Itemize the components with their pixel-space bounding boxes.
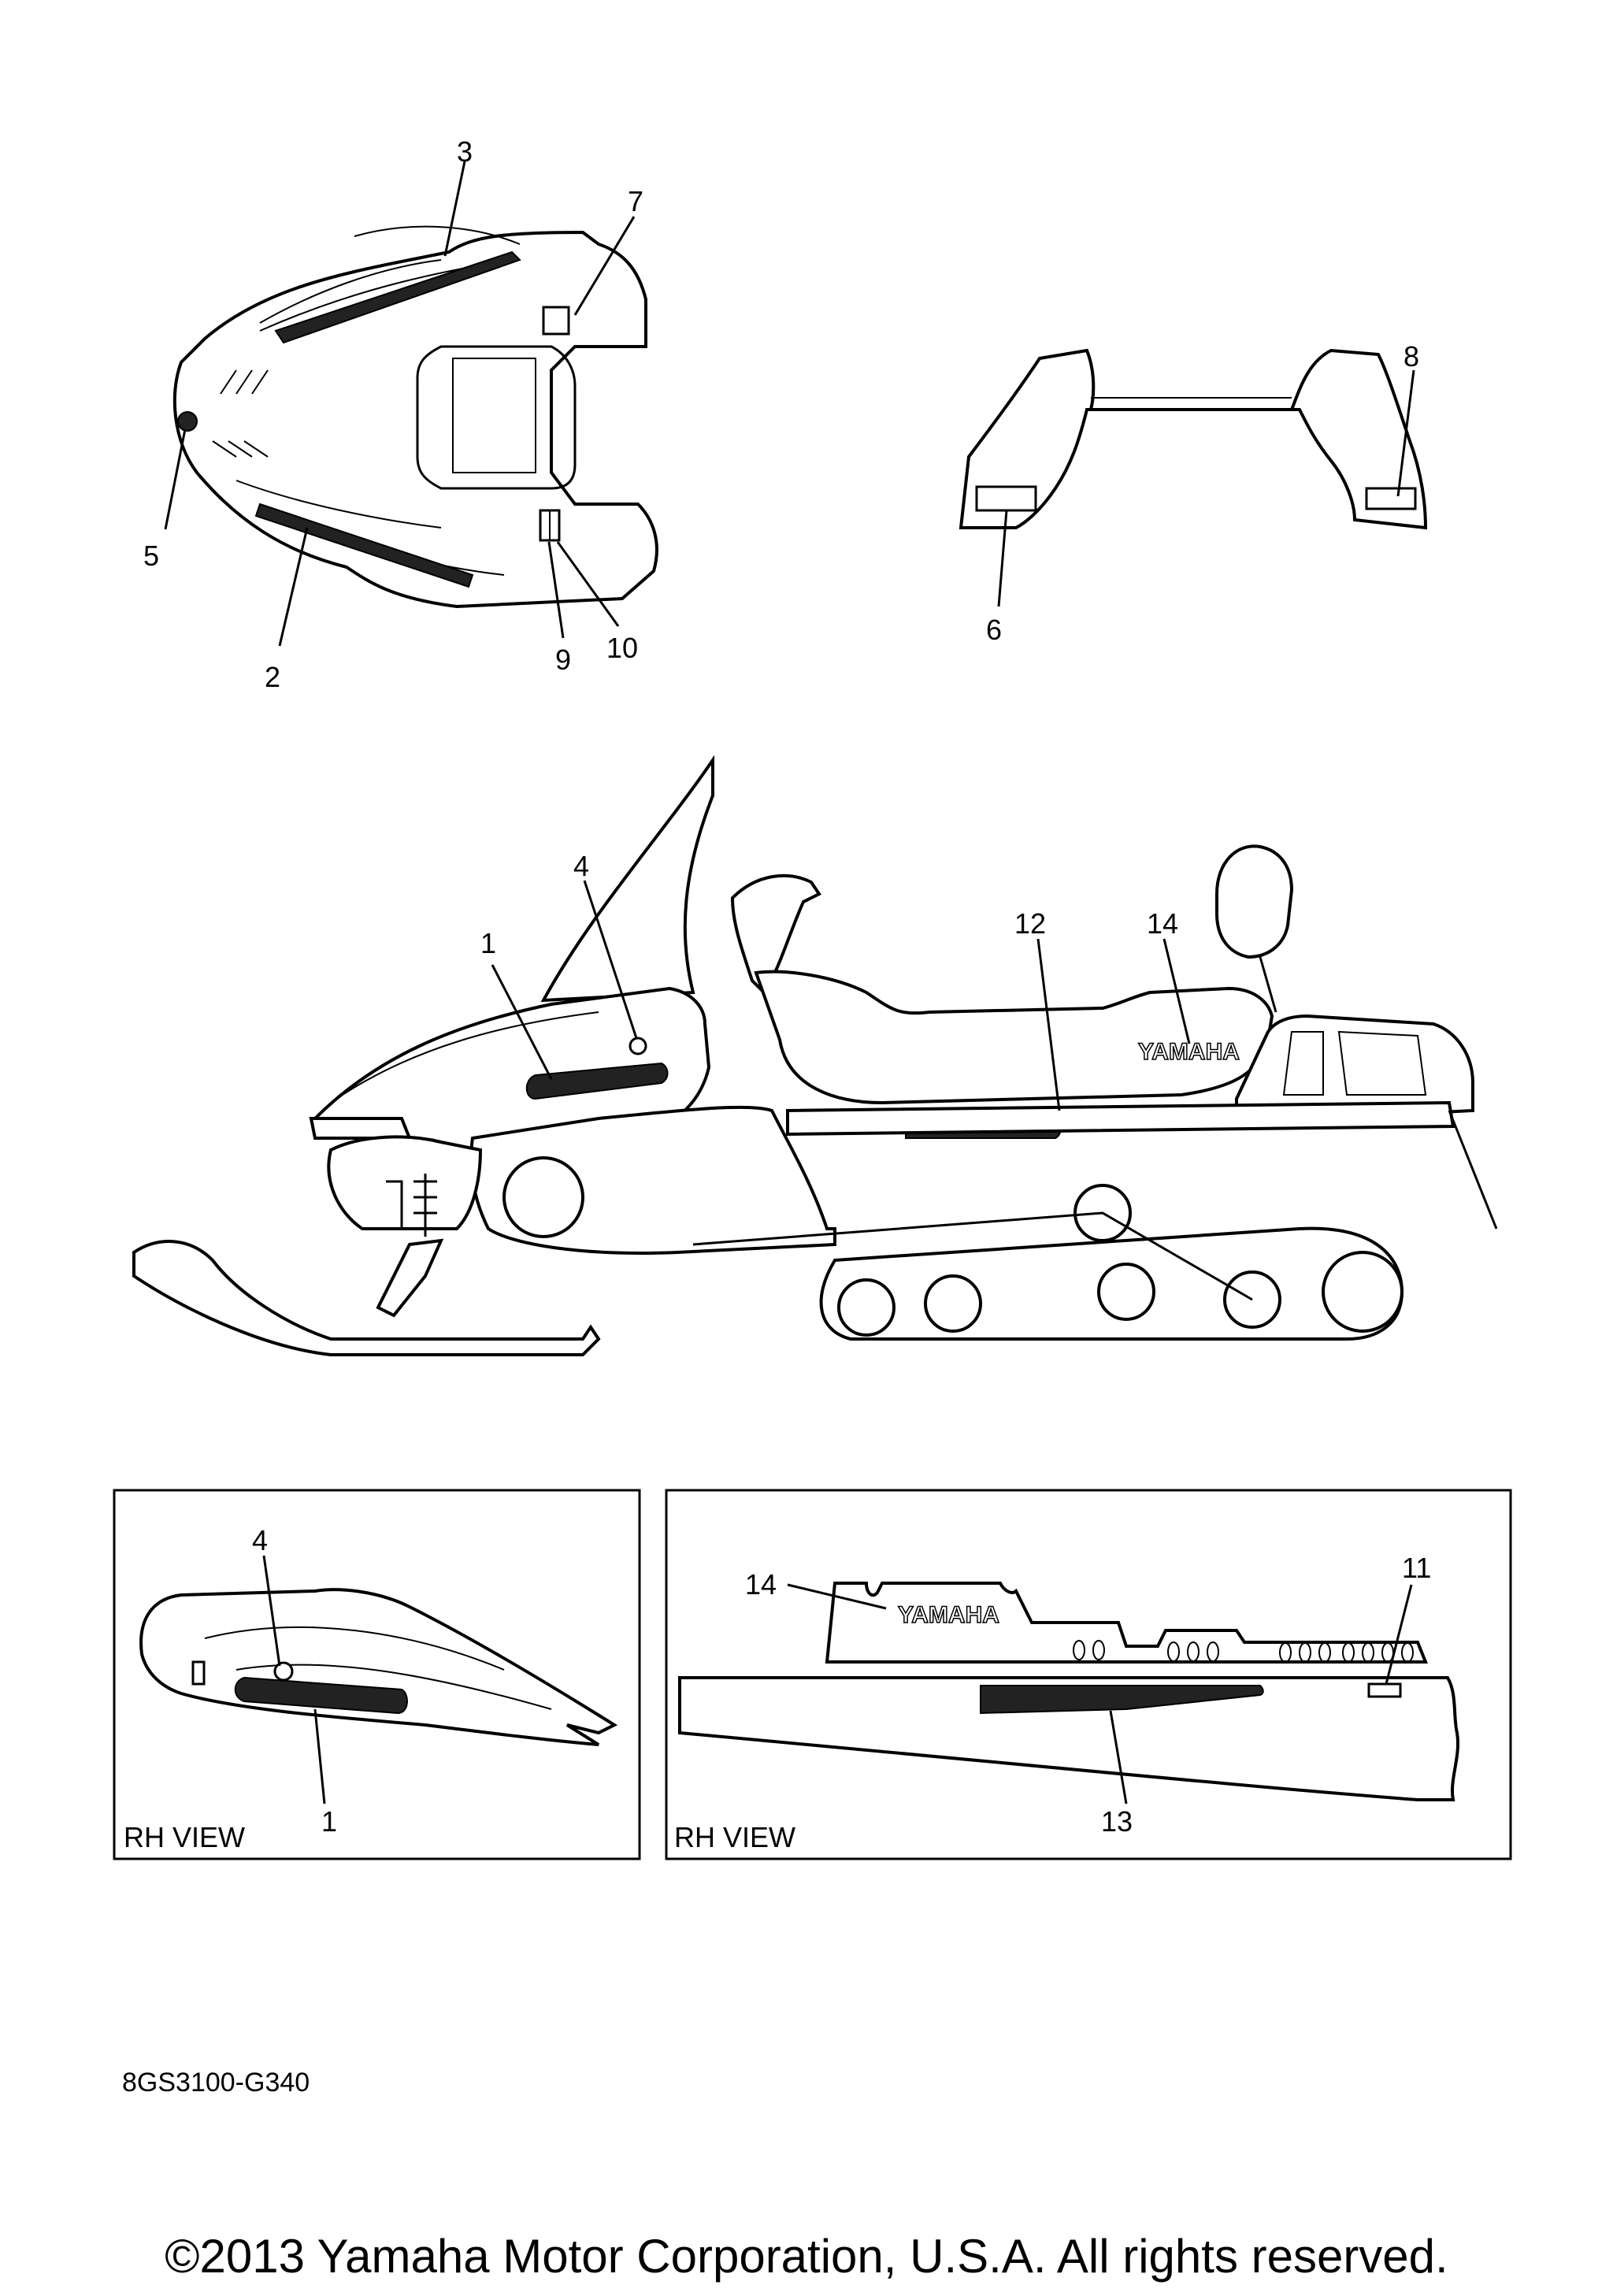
inset-right-callout-11: 11 <box>1402 1552 1431 1584</box>
leader-6 <box>997 510 1008 607</box>
rear-bumper-view <box>959 348 1428 530</box>
callout-2: 2 <box>265 661 280 693</box>
inset-left-view-label: RH VIEW <box>124 1821 245 1853</box>
snowmobile-side-view: YAMAHA <box>132 755 1498 1356</box>
leader-2 <box>278 527 309 647</box>
leader-1 <box>491 964 553 1080</box>
hood-top-view <box>172 225 658 609</box>
callout-7: 7 <box>628 185 643 217</box>
copyright-notice: ©2013 Yamaha Motor Corporation, U.S.A. A… <box>165 2230 1448 2283</box>
leader-4 <box>583 880 638 1039</box>
leader-inset-right-13 <box>1109 1710 1128 1805</box>
callout-8: 8 <box>1403 340 1419 373</box>
inset-right-callout-14: 14 <box>745 1568 777 1601</box>
leader-10 <box>556 541 620 627</box>
leader-9 <box>547 541 565 639</box>
inset-right-frame <box>665 1489 1512 1860</box>
callout-9: 9 <box>555 644 571 676</box>
leader-inset-right-11 <box>1385 1584 1413 1685</box>
callout-1: 1 <box>480 927 496 959</box>
leader-5 <box>164 428 187 530</box>
callout-3: 3 <box>457 135 473 168</box>
inset-left-callout-1: 1 <box>321 1805 337 1838</box>
callout-10: 10 <box>606 632 638 664</box>
leader-14 <box>1162 938 1191 1044</box>
callout-14: 14 <box>1147 907 1178 940</box>
callout-12: 12 <box>1014 907 1046 940</box>
leader-12 <box>1036 938 1061 1111</box>
callout-6: 6 <box>986 614 1002 646</box>
inset-left-frame <box>113 1489 641 1860</box>
inset-left-callout-4: 4 <box>252 1524 268 1556</box>
inset-right-callout-13: 13 <box>1101 1805 1133 1838</box>
leader-inset-left-1 <box>313 1708 326 1805</box>
leader-8 <box>1396 369 1415 497</box>
callout-5: 5 <box>143 540 159 572</box>
callout-4: 4 <box>573 850 589 882</box>
leader-inset-right-14 <box>787 1583 887 1610</box>
inset-left-hood-rh-view <box>139 1588 618 1746</box>
leader-7 <box>573 216 636 316</box>
inset-right-view-label: RH VIEW <box>674 1821 795 1853</box>
inset-right-body-rh-view: YAMAHA <box>678 1582 1459 1801</box>
leader-inset-left-4 <box>262 1555 281 1667</box>
drawing-code: 8GS3100-G340 <box>122 2068 310 2098</box>
yamaha-decal-inset: YAMAHA <box>898 1602 999 1628</box>
leader-3 <box>443 161 466 257</box>
